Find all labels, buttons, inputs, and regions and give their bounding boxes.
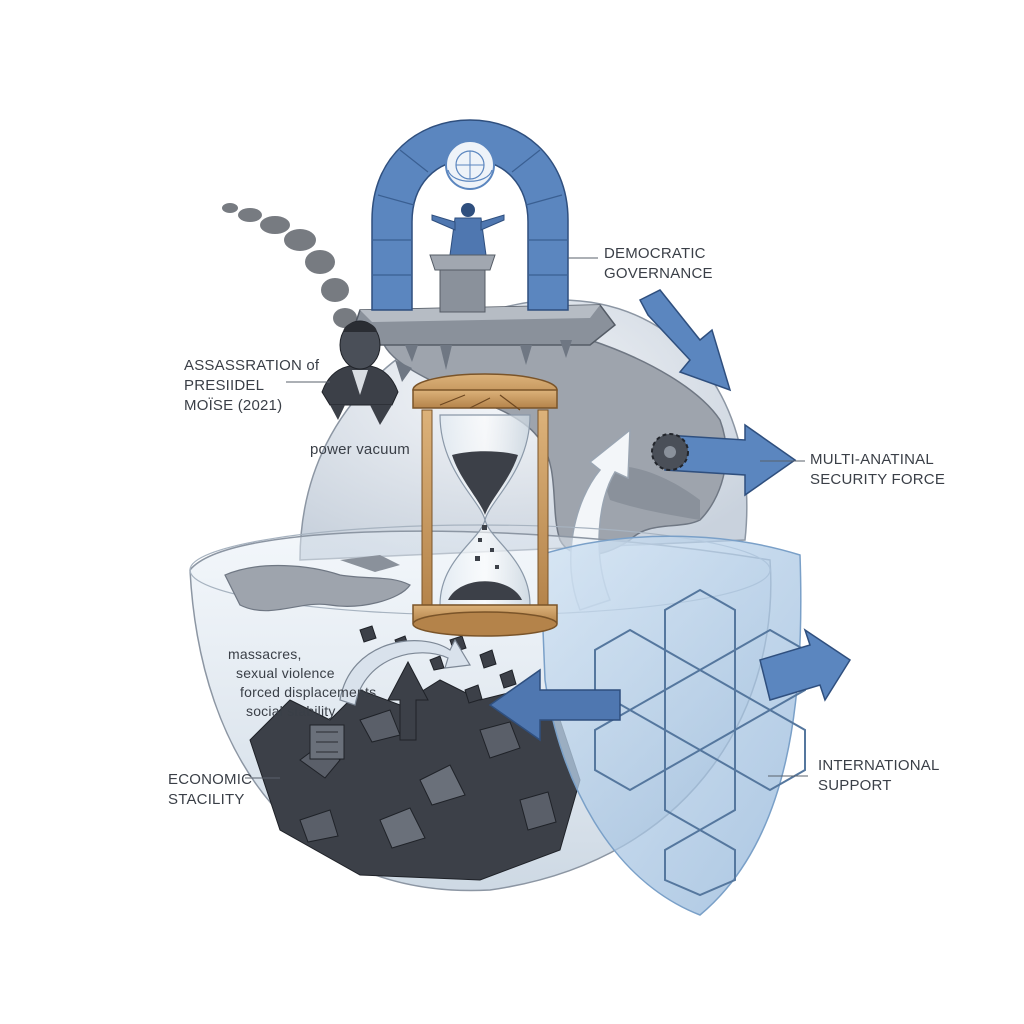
label-economic-stability-line2: STACILITY <box>168 791 245 808</box>
rubble-pile <box>249 625 581 881</box>
label-assassination-line1: ASSASSRATION of <box>184 357 320 374</box>
label-democratic-governance: DEMOCRATIC GOVERNANCE <box>604 244 713 284</box>
smoke-icon <box>222 203 357 328</box>
un-emblem-icon <box>445 140 495 190</box>
label-economic-stability-line1: ECONOMIC <box>168 771 253 788</box>
governance-arrow <box>638 289 732 392</box>
dark-up-arrow <box>387 660 429 741</box>
international-arrow <box>759 628 852 702</box>
shield <box>539 535 806 916</box>
label-assassination: ASSASSRATION of PRESIIDEL MOÏSE (2021) <box>184 356 319 416</box>
label-assassination-line2: PRESIIDEL <box>184 377 265 394</box>
support-arrow <box>488 668 621 742</box>
label-power-vacuum: power vacuum <box>310 441 410 458</box>
label-democratic-governance-line2: GOVERNANCE <box>604 265 713 282</box>
president-bust <box>321 320 399 425</box>
label-crisis-effects: massacres, sexual violence forced displa… <box>228 645 376 721</box>
label-economic-stability: ECONOMIC STACILITY <box>168 770 252 810</box>
label-crisis-effects-line3: forced displacements <box>240 684 377 700</box>
democratic-arch <box>371 119 569 311</box>
label-multinational-force-line1: MULTI-ANATINAL <box>810 451 934 468</box>
curved-arrow <box>339 638 471 706</box>
gear-icon <box>651 433 689 471</box>
governance-platform <box>354 304 617 404</box>
label-assassination-line3: MOÏSE (2021) <box>184 397 283 414</box>
label-international-support-line1: INTERNATIONAL <box>818 757 940 774</box>
label-international-support-line2: SUPPORT <box>818 777 892 794</box>
leader-lines <box>245 257 808 779</box>
security-force-arrow <box>664 423 797 497</box>
label-crisis-effects-line1: massacres, <box>228 646 302 662</box>
label-democratic-governance-line1: DEMOCRATIC <box>604 245 706 262</box>
label-crisis-effects-line2: sexual violence <box>236 665 335 681</box>
label-multinational-force: MULTI-ANATINAL SECURITY FORCE <box>810 450 945 490</box>
label-crisis-effects-line4: social stability <box>246 703 336 719</box>
hourglass-icon <box>412 373 558 637</box>
label-multinational-force-line2: SECURITY FORCE <box>810 471 946 488</box>
speaker-figure-icon <box>429 203 505 313</box>
label-international-support: INTERNATIONAL SUPPORT <box>818 756 940 796</box>
